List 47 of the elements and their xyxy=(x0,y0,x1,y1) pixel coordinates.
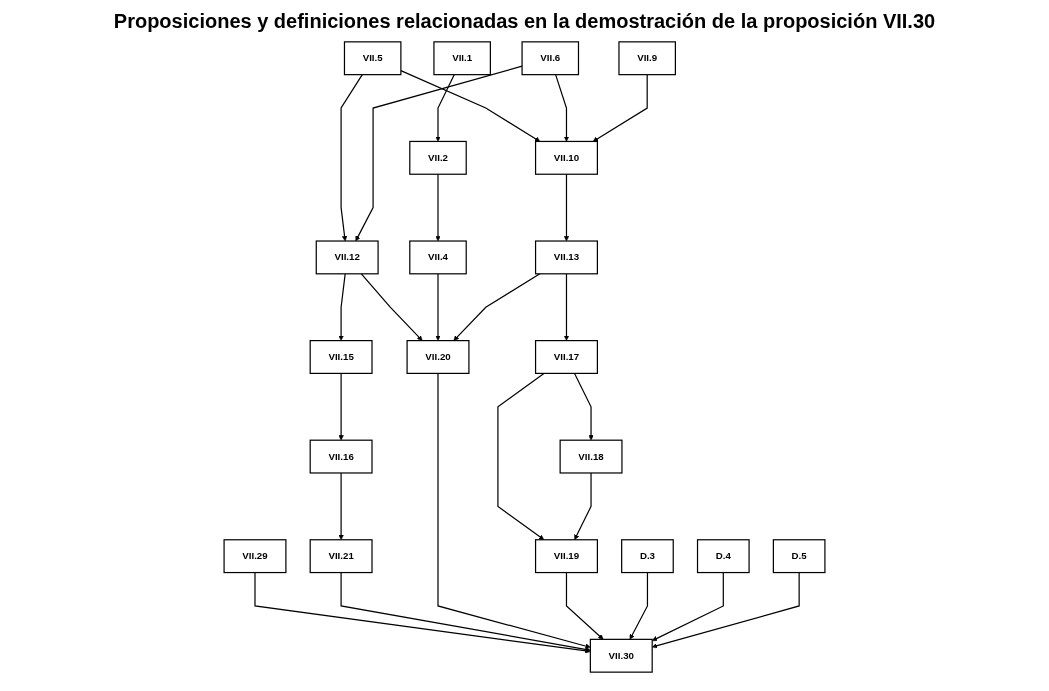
arrow xyxy=(340,74,363,242)
arrow xyxy=(400,70,541,142)
arrow xyxy=(651,571,800,649)
arrow xyxy=(563,173,570,242)
node-box: VII.1 xyxy=(433,41,491,76)
arrow xyxy=(651,571,724,641)
arrow xyxy=(563,273,570,341)
arrow xyxy=(574,472,592,540)
node-box: VII.21 xyxy=(309,539,373,574)
node-box: VII.9 xyxy=(618,41,676,76)
arrow xyxy=(435,273,441,341)
arrow xyxy=(573,372,594,441)
node-box: D.4 xyxy=(696,539,750,574)
arrow xyxy=(254,571,591,654)
node-box: VII.10 xyxy=(534,140,598,175)
node-box: VII.2 xyxy=(409,140,467,175)
node-box: VII.5 xyxy=(343,41,402,76)
arrow xyxy=(338,273,346,341)
arrow xyxy=(497,372,545,540)
arrow xyxy=(453,273,541,341)
node-box: D.5 xyxy=(772,539,826,574)
arrow xyxy=(360,273,423,341)
arrow xyxy=(338,472,344,540)
node-box: D.3 xyxy=(621,539,674,574)
arrow xyxy=(629,571,649,640)
node-box: VII.6 xyxy=(521,41,580,76)
arrow xyxy=(435,173,441,242)
arrow xyxy=(338,372,344,441)
node-box: VII.4 xyxy=(409,240,467,275)
arrow xyxy=(435,74,455,142)
node-box: VII.17 xyxy=(534,340,598,374)
node-box: VII.20 xyxy=(406,340,470,374)
arrow xyxy=(437,372,591,649)
diagram-title: Proposiciones y definiciones relacionadas en la demostración de la proposición VII.30 xyxy=(112,10,937,33)
arrow xyxy=(355,65,523,242)
arrow xyxy=(592,74,648,142)
node-box: VII.19 xyxy=(534,539,598,574)
arrow xyxy=(340,571,591,653)
node-box: VII.16 xyxy=(309,439,373,474)
node-box: VII.29 xyxy=(223,539,287,574)
node-box: VII.30 xyxy=(589,638,653,673)
arrow xyxy=(565,571,604,640)
node-box: VII.15 xyxy=(309,340,373,374)
node-box: VII.18 xyxy=(559,439,623,474)
arrow xyxy=(555,74,570,142)
node-box: VII.13 xyxy=(534,240,598,275)
node-box: VII.12 xyxy=(315,240,379,275)
